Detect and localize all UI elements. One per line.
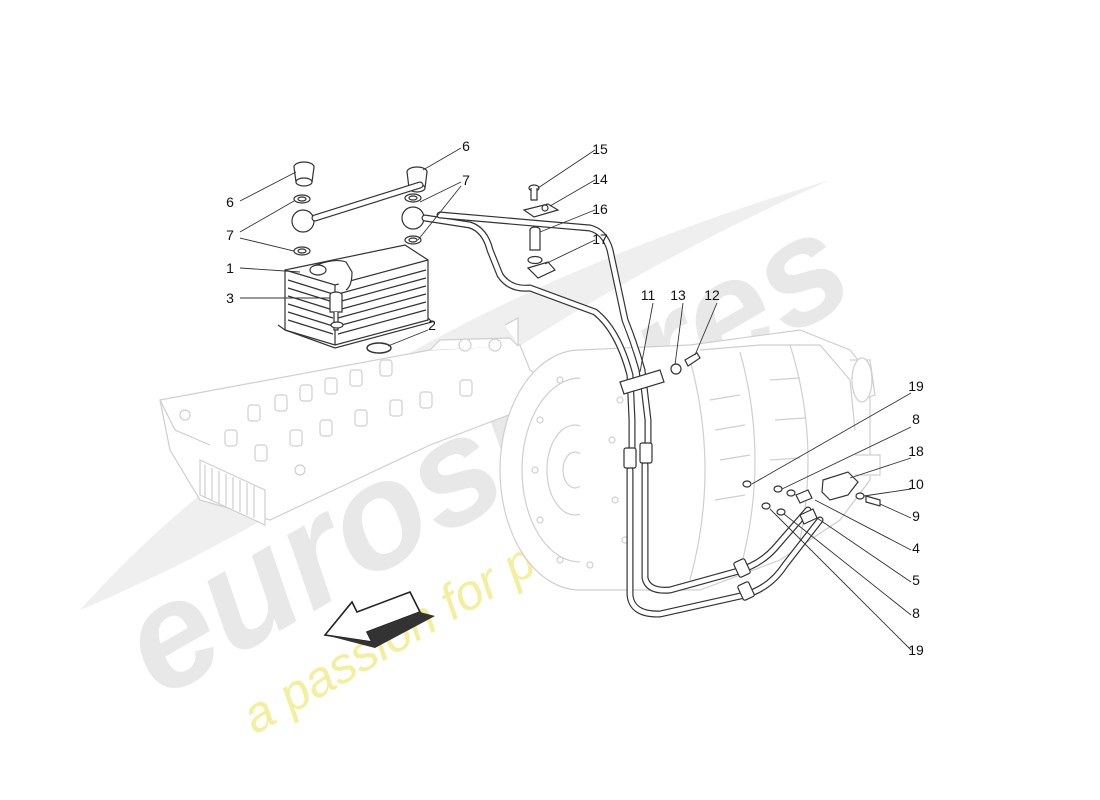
leader-line-c2-0 — [387, 329, 429, 347]
banjo-bolt-left — [293, 161, 315, 187]
callout-label-c18: 18 — [908, 443, 924, 459]
banjo-fittings — [291, 206, 425, 233]
leader-line-c13-0 — [674, 302, 684, 366]
callout-label-c7a: 7 — [226, 227, 234, 243]
callout-label-c10: 10 — [908, 476, 924, 492]
callout-label-c3: 3 — [226, 290, 234, 306]
leader-line-c11-0 — [639, 302, 654, 373]
callout-label-c19b: 19 — [908, 642, 924, 658]
transmission-housing — [499, 329, 881, 591]
leader-line-c12-0 — [694, 302, 718, 356]
leader-line-c1-0 — [239, 267, 301, 273]
bracket-fasteners — [522, 184, 560, 279]
leader-line-c15-0 — [537, 149, 596, 189]
callout-label-c9: 9 — [912, 508, 920, 524]
leader-line-c4-0 — [814, 499, 912, 551]
leader-line-c6a-0 — [239, 171, 297, 202]
oil-cooler — [277, 244, 434, 349]
callout-label-c2: 2 — [428, 317, 436, 333]
callout-label-c7b: 7 — [462, 172, 470, 188]
pipe-connection-kit — [742, 471, 881, 525]
callout-label-c5: 5 — [912, 572, 920, 588]
leader-line-c7a-0 — [239, 200, 295, 233]
o-ring — [366, 342, 392, 354]
leader-line-c8a-0 — [781, 426, 912, 490]
callout-label-c19a: 19 — [908, 378, 924, 394]
leader-line-c19a-0 — [751, 392, 912, 485]
leader-line-c18-0 — [849, 457, 912, 479]
leader-line-c16-0 — [539, 209, 596, 233]
leader-line-c7a-1 — [239, 237, 295, 252]
leader-line-c9-0 — [879, 503, 912, 519]
callout-label-c4: 4 — [912, 540, 920, 556]
callout-label-c11: 11 — [641, 287, 656, 303]
leader-line-c17-0 — [544, 239, 596, 265]
union-fitting — [670, 352, 701, 375]
leader-line-c7b-0 — [419, 181, 462, 203]
callout-label-c13: 13 — [670, 287, 686, 303]
callout-label-c6b: 6 — [462, 138, 470, 154]
callout-label-c12: 12 — [704, 287, 720, 303]
leader-line-c10-0 — [863, 488, 912, 497]
callout-label-c16: 16 — [592, 201, 608, 217]
callout-label-c1: 1 — [226, 260, 234, 276]
valve-body — [159, 316, 546, 526]
leader-line-c6b-0 — [422, 147, 462, 171]
leader-line-c5-0 — [816, 517, 912, 583]
pipe-sleeves — [619, 369, 755, 601]
callout-label-c8b: 8 — [912, 605, 920, 621]
callout-label-c8a: 8 — [912, 411, 920, 427]
callout-label-c6a: 6 — [226, 194, 234, 210]
front-direction-arrow-shadow — [325, 612, 435, 648]
leader-line-c14-0 — [549, 179, 596, 207]
sealing-washers — [293, 193, 422, 256]
callout-label-c14: 14 — [592, 171, 608, 187]
leader-line-c8b-0 — [783, 513, 912, 616]
leader-line-c7b-1 — [417, 185, 462, 241]
cooler-pipes — [311, 181, 824, 618]
callout-label-c15: 15 — [592, 141, 608, 157]
cooler-bolt — [329, 291, 344, 331]
callout-label-c17: 17 — [592, 231, 608, 247]
leader-line-c19b-0 — [769, 508, 912, 651]
